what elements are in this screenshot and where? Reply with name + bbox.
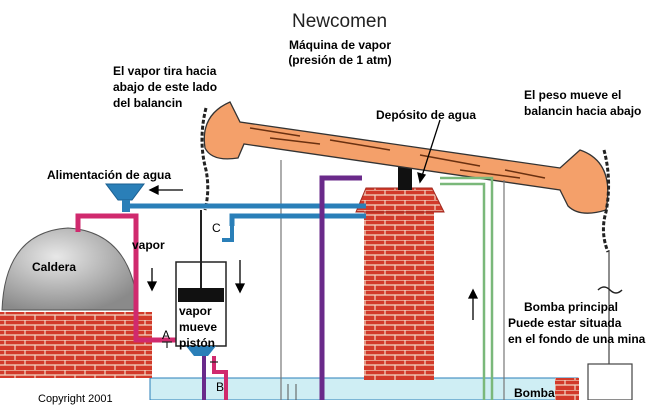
valve-a-label: A <box>162 328 171 342</box>
brick-tower <box>364 210 434 380</box>
break-mark <box>597 286 623 294</box>
steam-pipe <box>75 213 139 310</box>
piston-note-1: vapor <box>179 304 212 318</box>
main-pump-label-2: Puede estar situada <box>508 316 622 330</box>
weight-note-1: El peso mueve el <box>524 88 622 102</box>
right-brick-base <box>555 378 579 400</box>
steam-pipe-lower <box>133 310 180 343</box>
boiler <box>1 227 139 311</box>
flow-arrows <box>146 119 479 320</box>
purple-pipe <box>319 175 362 400</box>
pump-cylinder <box>587 363 633 400</box>
valve-a-mark <box>162 341 172 348</box>
drain-pipe-b <box>212 356 228 400</box>
piston-note-3: pistón <box>179 336 215 350</box>
cylinder-bottom <box>186 346 216 356</box>
steam-pull-note-1: El vapor tira hacia <box>113 64 217 78</box>
left-chain <box>200 107 210 211</box>
steam-pull-note-3: del balancin <box>113 96 183 110</box>
valve-b-label: B <box>216 380 225 394</box>
weight-note-2: balancin hacia abajo <box>524 104 642 118</box>
main-pump-label-1: Bomba principal <box>524 300 619 314</box>
pump-bottom-label: Bomba <box>514 386 555 400</box>
piston-note-2: mueve <box>179 320 218 334</box>
valve-c-label: C <box>212 221 221 235</box>
injection-pipe <box>229 213 366 226</box>
boiler-label: Caldera <box>32 260 77 274</box>
feed-pipe <box>123 203 366 210</box>
right-chain <box>601 149 611 253</box>
water-funnel <box>105 183 145 201</box>
main-pump-label-3: en el fondo de una mina <box>508 332 646 346</box>
diagram-title: Newcomen <box>292 11 388 32</box>
water-tank-label: Depósito de agua <box>376 108 477 122</box>
furnace-brick <box>0 312 152 378</box>
valve-c-pipe <box>222 226 234 242</box>
piston <box>178 288 224 302</box>
subtitle-line-1: Máquina de vapor <box>288 38 392 52</box>
green-pipe <box>440 176 494 400</box>
steam-label: vapor <box>132 238 165 252</box>
water-feed-label: Alimentación de agua <box>47 168 172 182</box>
tower-cap <box>355 187 445 213</box>
steam-pull-note-2: abajo de este lado <box>113 80 218 94</box>
subtitle-line-2: (presión de 1 atm) <box>288 53 392 67</box>
